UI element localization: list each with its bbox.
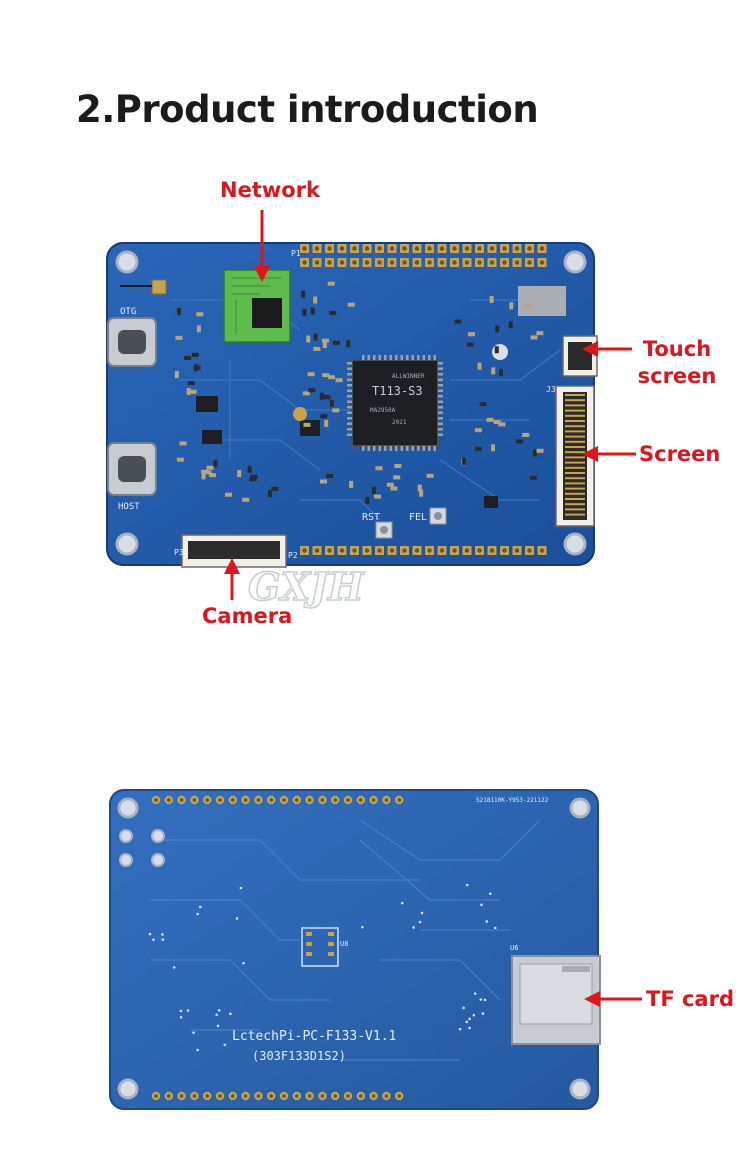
- arrows: [224, 210, 642, 1007]
- back-pcb: [109, 789, 599, 1110]
- camera-callout: Camera: [202, 604, 293, 628]
- bottom-header-pins: [300, 546, 547, 555]
- otg-label: OTG: [120, 307, 136, 317]
- touch-screen-callout: Touch screen: [634, 336, 720, 390]
- p3-label: P3: [174, 548, 184, 557]
- p1-label: P1: [291, 249, 301, 258]
- back-smd-components: [148, 883, 497, 1052]
- chip-brand: ALLWINNER: [392, 373, 425, 380]
- network-callout: Network: [220, 178, 321, 202]
- screen-callout: Screen: [639, 442, 721, 466]
- touch-screen-callout-line2: screen: [637, 364, 717, 388]
- soc-pins: [347, 355, 443, 451]
- page-title: 2.Product introduction: [76, 88, 539, 131]
- p2-label: P2: [288, 551, 298, 560]
- back-top-pins: [151, 795, 404, 805]
- rst-label: RST: [362, 512, 380, 523]
- top-header-pins: [300, 244, 547, 267]
- chip-year: 2021: [392, 419, 407, 426]
- host-label: HOST: [118, 502, 140, 512]
- code-text: (303F133D1S2): [252, 1049, 346, 1063]
- mounting-holes: [115, 250, 587, 556]
- watermark: GXJH: [248, 564, 365, 609]
- flash-chip-footprint: [301, 927, 339, 967]
- chip-batch: MA2950A: [370, 407, 396, 414]
- serial-text: S218110K-Y953-221122: [476, 797, 549, 804]
- touch-screen-callout-line1: Touch: [642, 337, 712, 361]
- tf-card-callout: TF card: [646, 987, 734, 1011]
- model-text: LctechPi-PC-F133-V1.1: [232, 1029, 396, 1044]
- back-bottom-pins: [151, 1091, 404, 1101]
- j3-label: J3: [546, 385, 556, 394]
- chip-name: T113-S3: [372, 384, 423, 398]
- u8-label: U8: [340, 940, 348, 948]
- fel-label: FEL: [409, 512, 427, 523]
- u6-label: U6: [510, 944, 518, 952]
- screen-connector-pins: [565, 394, 585, 516]
- smd-components: [174, 281, 544, 504]
